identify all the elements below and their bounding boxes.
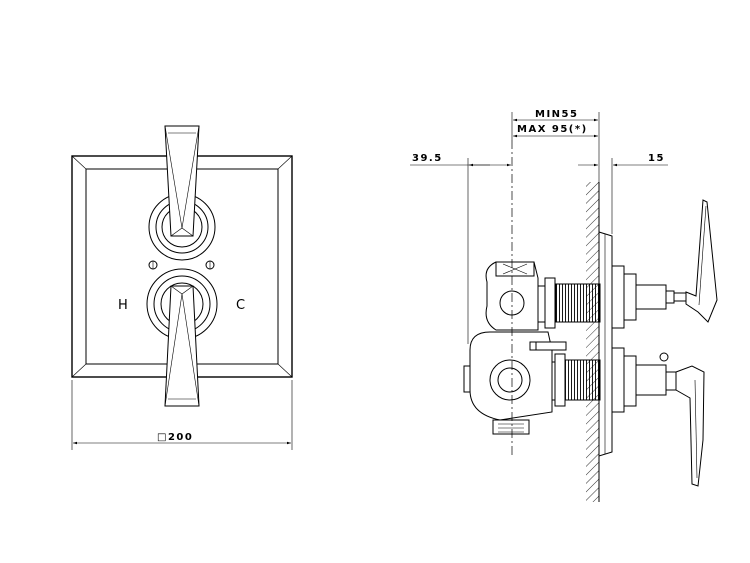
upper-cartridge <box>535 277 601 329</box>
depth-dimension: MIN55 MAX 95(*) <box>511 109 600 182</box>
lower-handle <box>164 285 200 407</box>
upper-handle <box>164 125 200 237</box>
wall-section <box>586 182 600 502</box>
indicator-mark-right-icon <box>205 260 215 270</box>
depth-dimension-min: MIN55 <box>535 109 578 120</box>
right-dimension: 15 <box>578 153 668 234</box>
cold-label: C <box>236 298 245 313</box>
width-dimension-label: □200 <box>157 432 193 443</box>
valve-body-lower <box>463 331 567 435</box>
lower-cartridge <box>547 353 601 407</box>
side-view: MIN55 MAX 95(*) 39.5 15 <box>410 109 718 502</box>
left-dimension-label: 39.5 <box>412 153 443 164</box>
upper-rosette-profile <box>611 265 687 329</box>
cover-plate-profile <box>598 231 613 457</box>
hot-label: H <box>118 298 128 313</box>
front-view: H C □200 <box>71 125 293 450</box>
indicator-mark-left-icon <box>148 260 158 270</box>
lower-rosette-profile <box>611 347 677 413</box>
left-dimension: 39.5 <box>410 153 511 344</box>
lower-lever-side <box>675 365 705 487</box>
depth-dimension-max: MAX 95(*) <box>517 124 588 135</box>
upper-lever-side <box>685 199 718 323</box>
width-dimension: □200 <box>71 380 293 450</box>
right-dimension-label: 15 <box>648 153 665 164</box>
